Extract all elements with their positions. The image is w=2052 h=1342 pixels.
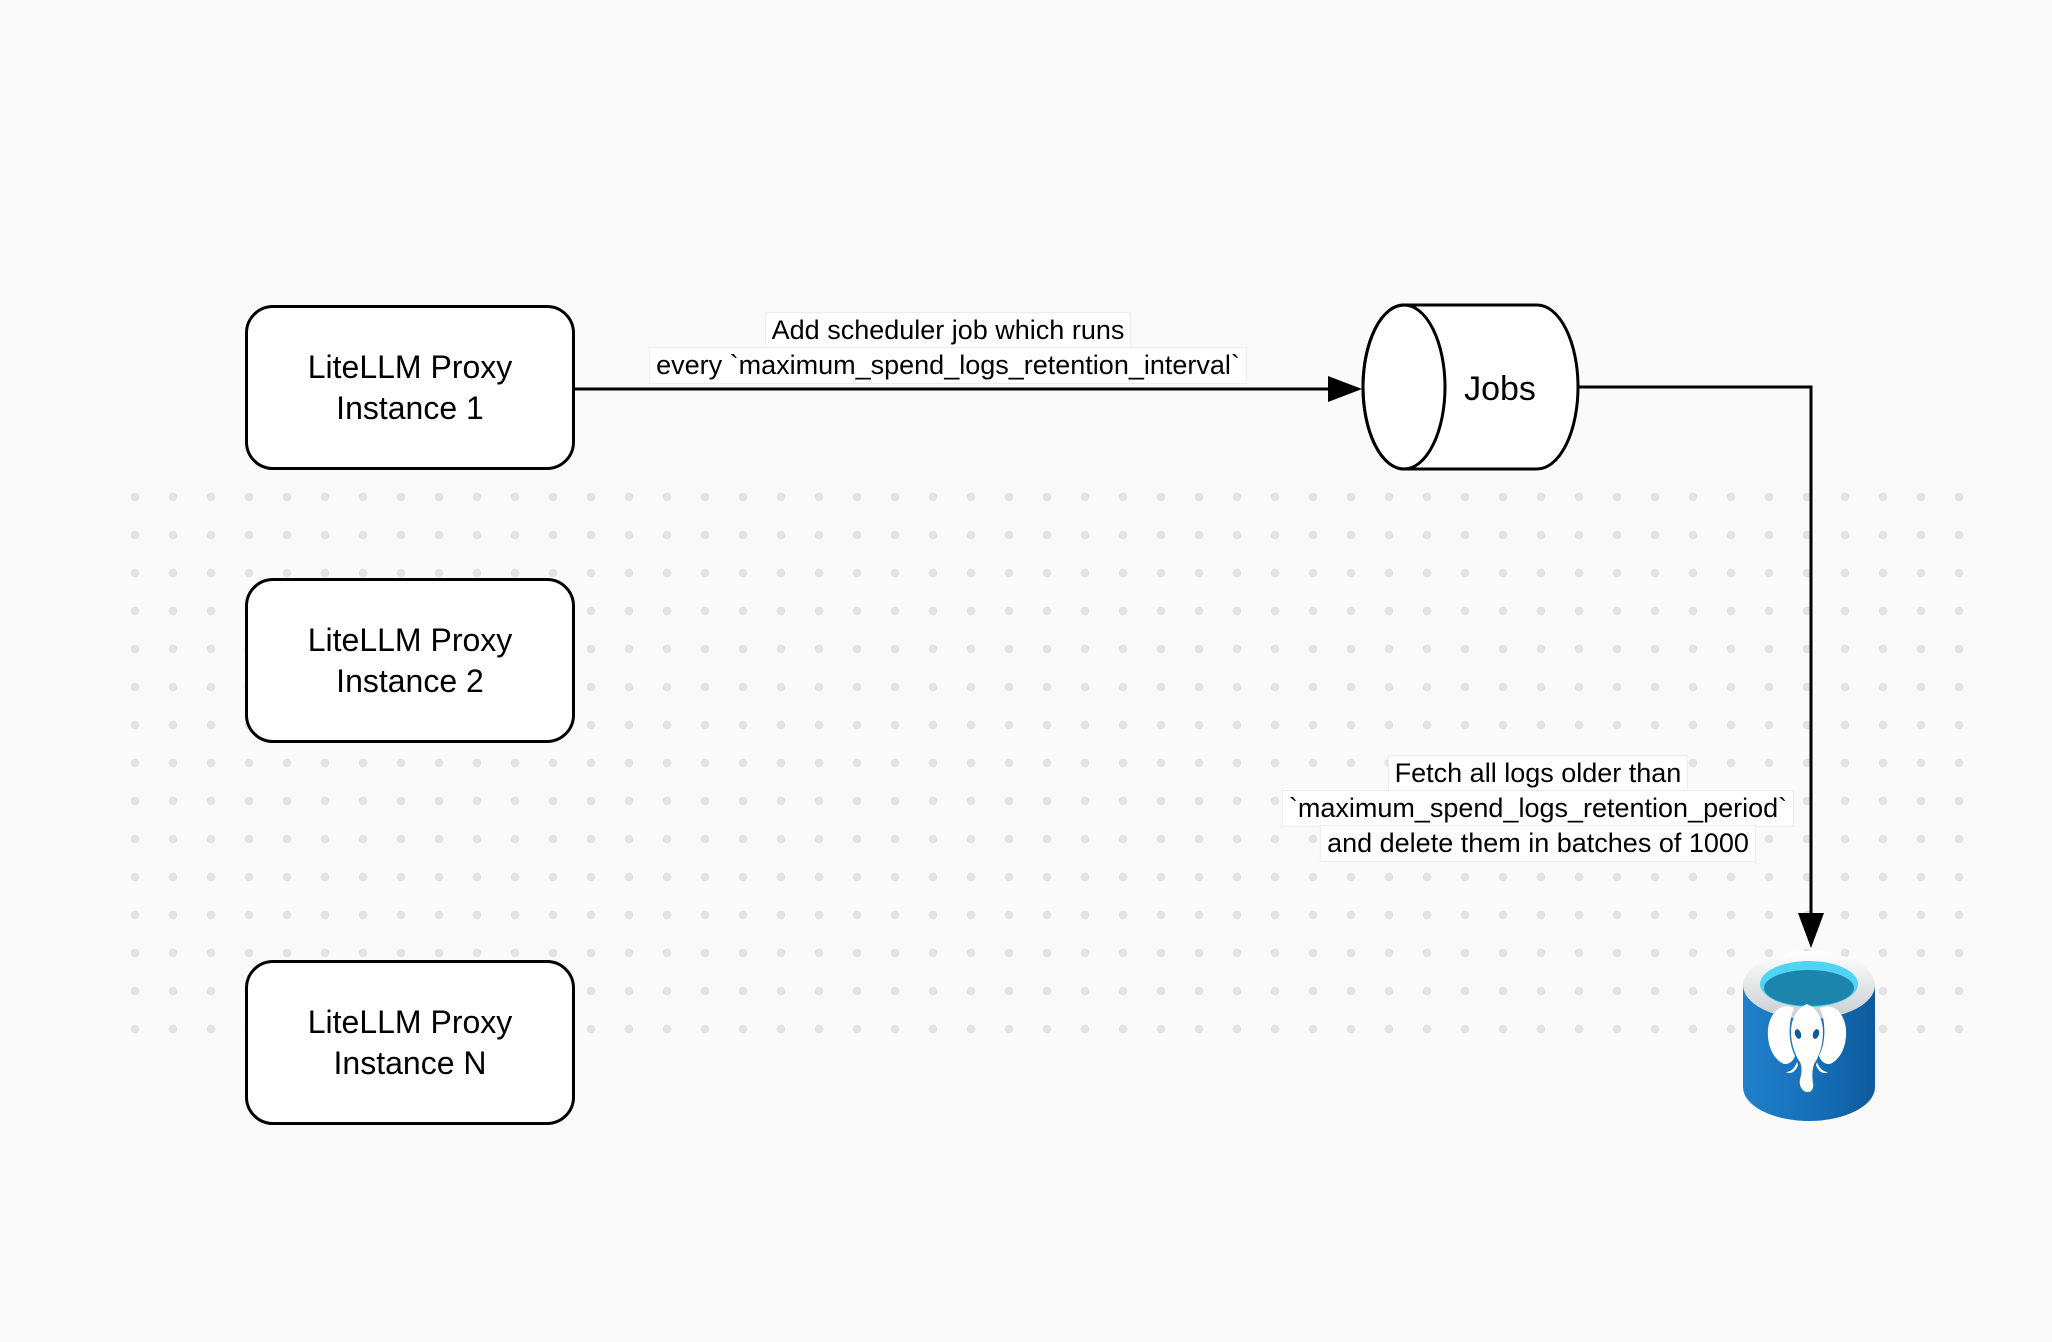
postgres-elephant-icon	[1767, 1004, 1847, 1093]
node-label-line: LiteLLM Proxy	[307, 621, 513, 658]
node-label-line: Instance N	[333, 1044, 487, 1081]
edge-fetch-arrow[interactable]	[1578, 385, 1824, 948]
node-jobs[interactable]: Jobs	[1361, 303, 1580, 471]
jobs-cylinder-rim	[1361, 303, 1447, 471]
node-label-line: LiteLLM Proxy	[307, 1003, 513, 1040]
node-label-line: Instance 2	[336, 662, 484, 699]
node-label-line: Instance 1	[336, 389, 484, 426]
arrowhead-down-icon	[1798, 913, 1824, 948]
jobs-label: Jobs	[1464, 370, 1536, 408]
elephant-eye	[1812, 1029, 1820, 1039]
node-proxy-instance-2[interactable]: LiteLLM Proxy Instance 2	[245, 578, 575, 743]
edge-scheduler-arrow[interactable]	[575, 376, 1362, 402]
edge-label-fetch[interactable]: Fetch all logs older than `maximum_spend…	[1282, 756, 1794, 861]
node-postgres[interactable]	[1743, 951, 1875, 1121]
node-proxy-instance-n[interactable]: LiteLLM Proxy Instance N	[245, 960, 575, 1125]
edge-label-line: every `maximum_spend_logs_retention_inte…	[650, 348, 1246, 383]
arrowhead-right-icon	[1328, 376, 1362, 402]
edge-fetch-line	[1578, 385, 1813, 914]
postgres-open-top-shadow	[1764, 970, 1854, 1006]
edge-label-line: and delete them in batches of 1000	[1283, 826, 1793, 861]
elephant-eye	[1794, 1029, 1802, 1039]
edge-label-line: `maximum_spend_logs_retention_period`	[1282, 791, 1794, 826]
edge-label-scheduler[interactable]: Add scheduler job which runs every `maxi…	[650, 313, 1246, 383]
node-label-line: LiteLLM Proxy	[307, 348, 513, 385]
node-proxy-instance-1[interactable]: LiteLLM Proxy Instance 1	[245, 305, 575, 470]
edge-label-line: Add scheduler job which runs	[650, 313, 1246, 348]
postgres-database-icon	[1743, 951, 1875, 1121]
edge-label-line: Fetch all logs older than	[1283, 756, 1793, 791]
